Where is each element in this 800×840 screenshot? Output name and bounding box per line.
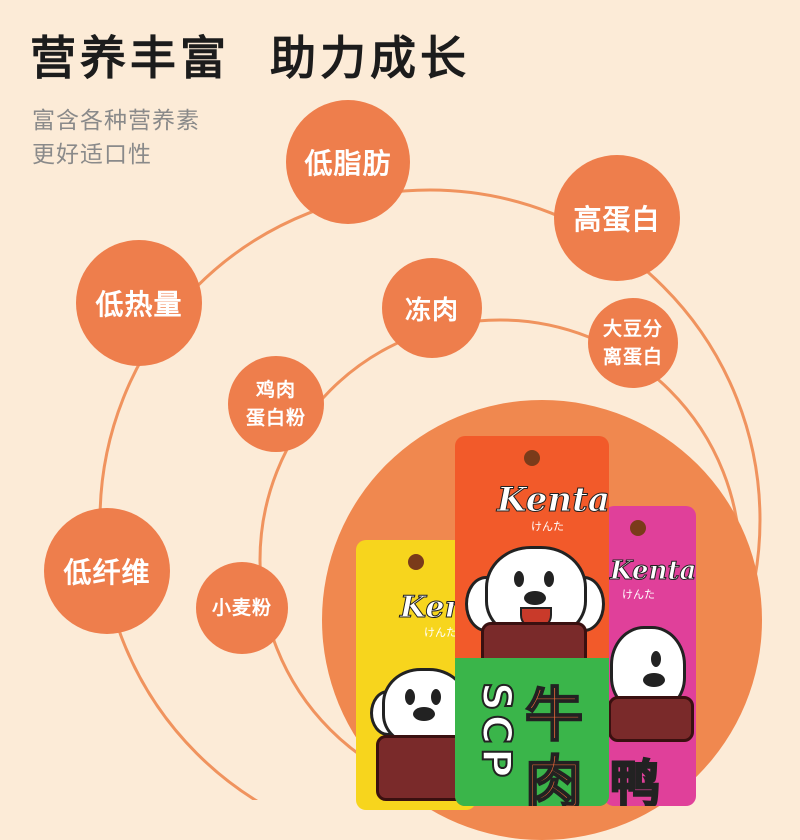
bubble-soy-protein: 大豆分离蛋白 xyxy=(588,298,678,388)
bubble-low-fat: 低脂肪 xyxy=(286,100,410,224)
meat-stick xyxy=(608,696,694,742)
bubble-low-fiber: 低纤维 xyxy=(44,508,170,634)
headline: 营养丰富助力成长 xyxy=(30,22,470,88)
brand-logo: Kenta xyxy=(497,480,609,521)
product-pack-pink: Kenta けんた 鸭 xyxy=(604,506,696,806)
headline-left: 营养丰富 xyxy=(30,31,230,85)
side-text-scp: SCP xyxy=(472,681,520,782)
bubble-low-calorie: 低热量 xyxy=(76,240,202,366)
subtitle-line-1: 富含各种营养素 xyxy=(32,108,200,134)
headline-right: 助力成长 xyxy=(270,31,470,85)
brand-kana: けんた xyxy=(424,626,457,639)
brand-kana: けんた xyxy=(622,588,655,601)
flavor-char-1: 牛 xyxy=(524,680,584,750)
hang-hole xyxy=(524,450,540,466)
brand-logo: Kenta xyxy=(609,556,696,587)
flavor-char-2: 肉 xyxy=(524,748,584,806)
product-pack-beef: Kenta けんた SCP 牛 肉 xyxy=(455,436,609,806)
flavor-char-partial: 鸭 xyxy=(609,754,661,806)
bubble-wheat-flour: 小麦粉 xyxy=(196,562,288,654)
bubble-chicken-protein: 鸡肉蛋白粉 xyxy=(228,356,324,452)
brand-kana: けんた xyxy=(531,520,564,533)
hang-hole xyxy=(408,554,424,570)
dog-mascot-face xyxy=(382,668,468,746)
subtitle: 富含各种营养素 更好适口性 xyxy=(32,104,200,172)
hang-hole xyxy=(630,520,646,536)
bubble-high-protein: 高蛋白 xyxy=(554,155,680,281)
bubble-frozen-meat: 冻肉 xyxy=(382,258,482,358)
pack-green-band: SCP 牛 肉 xyxy=(455,658,609,806)
subtitle-line-2: 更好适口性 xyxy=(32,142,152,168)
